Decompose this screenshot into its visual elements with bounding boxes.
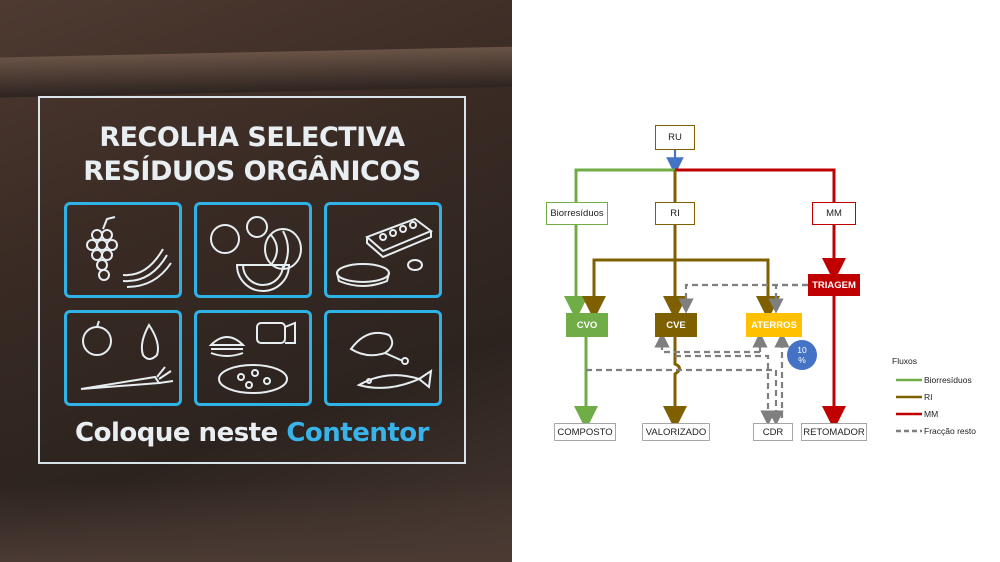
legend-title: Fluxos: [892, 356, 918, 366]
sign-title-line2: RESÍDUOS ORGÂNICOS: [83, 156, 421, 187]
sign-photo: RECOLHA SELECTIVA RESÍDUOS ORGÂNICOS: [0, 0, 512, 562]
legend-label-mm: MM: [924, 409, 939, 419]
badge-unit: %: [798, 355, 806, 365]
meat-fish-icon: [324, 310, 442, 406]
node-cvo: CVO: [566, 313, 608, 337]
brown-flow-cve: [663, 337, 687, 430]
apple-pear-carrot-icon: [64, 310, 182, 406]
dashed-flows: [586, 283, 808, 426]
red-flow-top: [675, 168, 836, 202]
sign-frame: [38, 96, 466, 464]
node-aterros: ATERROS: [746, 313, 802, 337]
photo-shadow: [0, 482, 512, 562]
node-composto: COMPOSTO: [554, 423, 616, 441]
badge-value: 10: [797, 345, 807, 355]
node-ru: RU: [655, 125, 695, 150]
legend-label-ri: RI: [924, 392, 933, 402]
container-lid-edge: [0, 46, 512, 98]
waste-flow-diagram: RU Biorresíduos RI MM TRIAGEM CVO CVE AT…: [512, 0, 1000, 562]
node-mm: MM: [812, 202, 856, 225]
fruit-watermelon-icon: [194, 202, 312, 298]
node-cve: CVE: [655, 313, 697, 337]
node-retomador: RETOMADOR: [801, 423, 867, 441]
grapes-banana-icon: [64, 202, 182, 298]
footer-text-white: Coloque neste: [75, 418, 278, 448]
sign-title-line1: RECOLHA SELECTIVA: [99, 122, 405, 153]
eggs-pie-icon: [324, 202, 442, 298]
node-valorizado: VALORIZADO: [642, 423, 710, 441]
green-flow-top: [574, 168, 675, 202]
node-cdr: CDR: [753, 423, 793, 441]
node-ri: RI: [655, 202, 695, 225]
node-triagem: TRIAGEM: [808, 274, 860, 296]
node-biorresiduos: Biorresíduos: [546, 202, 608, 225]
footer-text-blue: Contentor: [286, 418, 429, 448]
sign-footer: Coloque neste Contentor: [38, 418, 466, 448]
brown-branch: [592, 258, 770, 306]
flow-lines: [564, 150, 922, 433]
burger-bread-pizza-icon: [194, 310, 312, 406]
percentage-badge: 10%: [787, 340, 817, 370]
legend-label-fraccao-resto: Fracção resto: [924, 426, 976, 436]
legend-label-biorresiduos: Biorresíduos: [924, 375, 972, 385]
